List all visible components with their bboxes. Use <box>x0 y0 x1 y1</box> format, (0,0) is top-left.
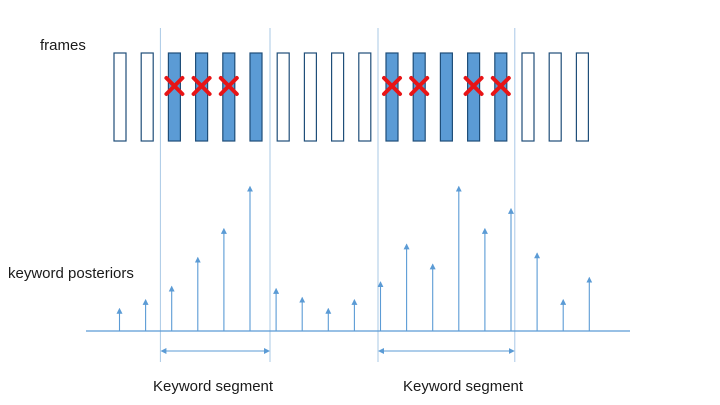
x-mark-icon <box>191 76 212 96</box>
posterior-stems <box>116 185 593 331</box>
frame-keyword <box>222 52 236 142</box>
frame-background <box>276 52 290 142</box>
keyword-segment-label-left: Keyword segment <box>153 378 274 395</box>
frame-keyword <box>167 52 181 142</box>
frame-keyword <box>412 52 426 142</box>
frame-background <box>140 52 154 142</box>
x-mark-icon <box>164 76 185 96</box>
frame-background <box>331 52 345 142</box>
frame-keyword <box>195 52 209 142</box>
keyword-posteriors-label: keyword posteriors <box>8 265 134 282</box>
frame-keyword <box>385 52 399 142</box>
frame-background <box>303 52 317 142</box>
x-mark-icon <box>490 76 511 96</box>
x-mark-icon <box>409 76 430 96</box>
frame-background <box>521 52 535 142</box>
frame-keyword <box>467 52 481 142</box>
frame-background <box>548 52 562 142</box>
frame-background <box>113 52 127 142</box>
x-mark-icon <box>463 76 484 96</box>
frame-row <box>113 52 590 142</box>
frames-label: frames <box>40 37 86 54</box>
frame-keyword <box>439 52 453 142</box>
frame-keyword <box>494 52 508 142</box>
frame-background <box>575 52 590 142</box>
frame-background <box>358 52 372 142</box>
x-mark-icon <box>382 76 402 96</box>
segment-boundaries <box>159 28 516 362</box>
frame-keyword <box>249 52 263 142</box>
dropped-frame-marks <box>164 76 511 96</box>
x-mark-icon <box>218 76 239 96</box>
keyword-segment-label-right: Keyword segment <box>403 378 524 395</box>
